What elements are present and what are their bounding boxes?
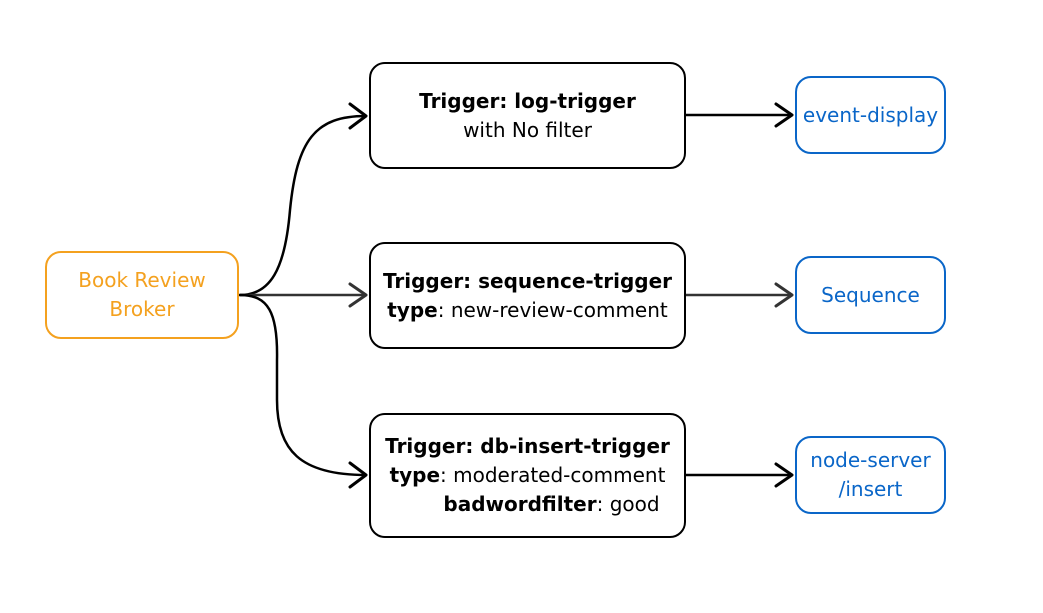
db-insert-trigger-node[interactable]: Trigger: db-insert-trigger type: moderat… xyxy=(369,413,686,538)
node-server-label-line-2: /insert xyxy=(838,477,903,501)
log-trigger-node[interactable]: Trigger: log-trigger with No filter xyxy=(369,62,686,169)
broker-to-sequence-trigger-arrowhead xyxy=(348,282,368,308)
db-insert-trigger-type-value: : moderated-comment xyxy=(440,463,666,487)
broker-label-line-2: Broker xyxy=(109,297,175,321)
broker-to-log-trigger-arrowhead xyxy=(348,102,368,130)
book-review-broker-node[interactable]: Book Review Broker xyxy=(45,251,239,339)
node-server-insert-sink-node[interactable]: node-server /insert xyxy=(795,436,946,514)
db-insert-trigger-filter-row: badwordfilter: good xyxy=(395,490,659,519)
sequence-trigger-type-value: : new-review-comment xyxy=(437,297,668,322)
sequence-trigger-to-sequence-arrowhead xyxy=(774,282,794,308)
broker-to-db-insert-trigger-arrow xyxy=(238,293,368,477)
sequence-sink-node[interactable]: Sequence xyxy=(795,256,946,334)
log-trigger-title: Trigger: log-trigger xyxy=(419,88,636,113)
db-insert-trigger-filter-value: : good xyxy=(596,492,660,516)
sequence-trigger-title: Trigger: sequence-trigger xyxy=(382,268,673,293)
db-insert-trigger-filter-key: badwordfilter xyxy=(443,492,597,516)
broker-to-log-trigger-arrow xyxy=(238,114,368,297)
db-insert-trigger-to-node-server-arrowhead xyxy=(774,462,794,488)
log-trigger-detail: with No filter xyxy=(463,117,592,142)
event-display-sink-node[interactable]: event-display xyxy=(795,76,946,154)
db-insert-trigger-type-key: type xyxy=(389,463,441,487)
broker-label-line-1: Book Review xyxy=(78,268,206,292)
db-insert-trigger-type-row: type: moderated-comment xyxy=(390,461,666,490)
sequence-label: Sequence xyxy=(821,282,920,307)
event-display-label: event-display xyxy=(802,102,939,127)
node-server-label-line-1: node-server xyxy=(810,448,931,472)
db-insert-trigger-title: Trigger: db-insert-trigger xyxy=(385,434,670,458)
sequence-trigger-type-row: type: new-review-comment xyxy=(387,296,668,325)
sequence-trigger-type-key: type xyxy=(387,297,438,322)
broker-to-db-insert-trigger-arrowhead xyxy=(348,461,368,489)
log-trigger-to-event-display-arrowhead xyxy=(774,102,794,128)
sequence-trigger-node[interactable]: Trigger: sequence-trigger type: new-revi… xyxy=(369,242,686,349)
